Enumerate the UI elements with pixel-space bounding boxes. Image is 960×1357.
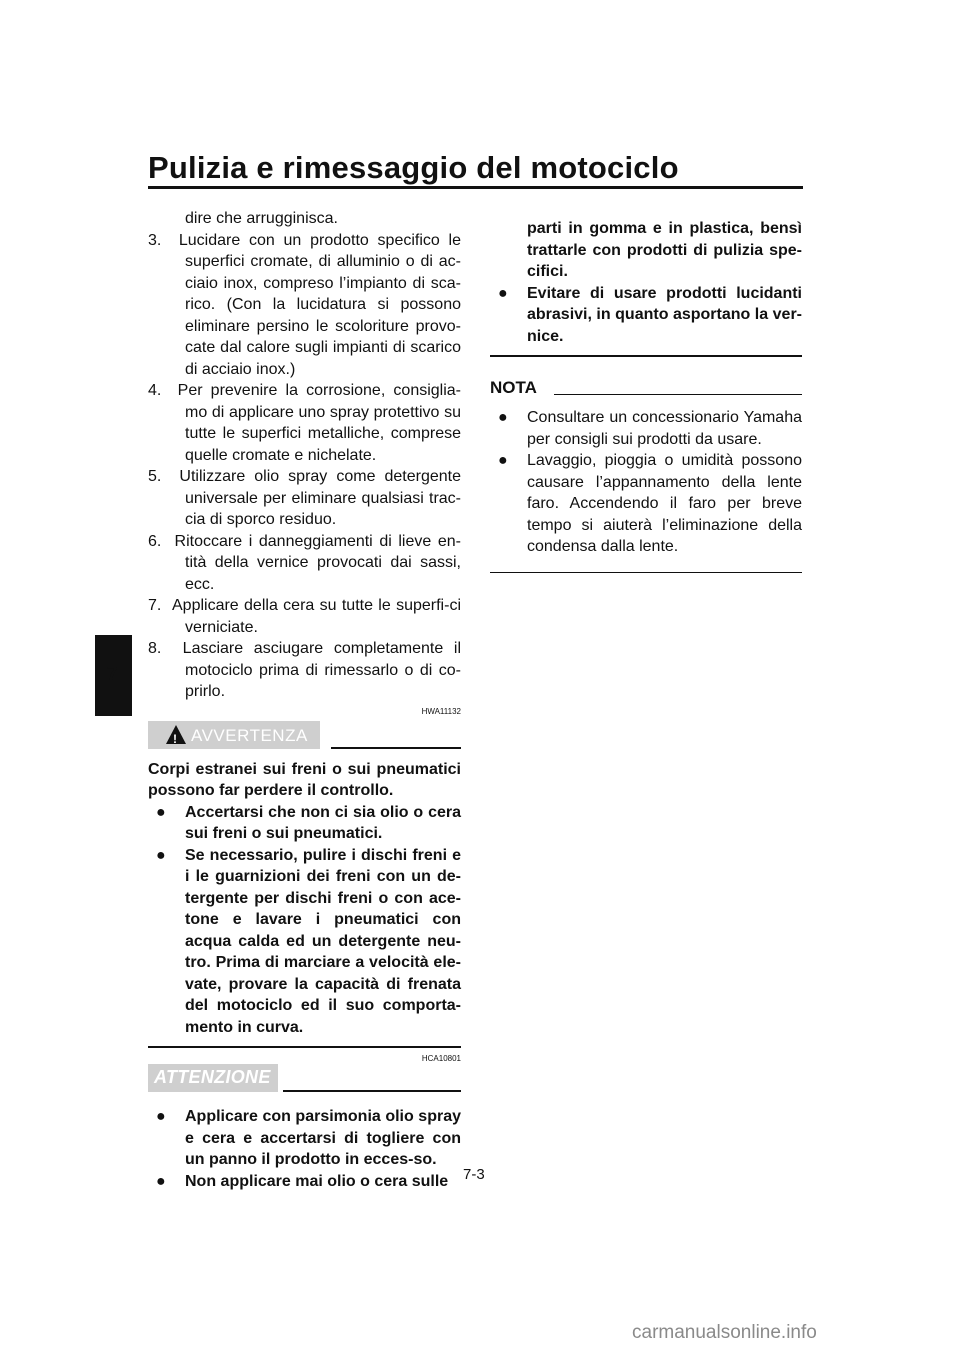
warning-bullet-2: ●Se necessario, pulire i dischi freni e … (156, 846, 461, 1036)
note-header: NOTA (490, 377, 802, 403)
bullet-icon: ● (156, 803, 166, 821)
warning-label: AVVERTENZA (191, 725, 308, 745)
chapter-tab-number: 7 (107, 664, 118, 685)
caution-bullet-1: ●Applicare con parsimonia olio spray e c… (156, 1108, 461, 1168)
step-5: 5. Utilizzare olio spray come detergente… (148, 468, 462, 528)
caution-label-box: ATTENZIONE (148, 1064, 278, 1092)
warning-header-rule (331, 746, 461, 749)
note-bullet-1: ●Consultare un concessionario Yamaha per… (498, 409, 802, 448)
note-end-rule (490, 571, 802, 573)
warning-end-rule (148, 1046, 461, 1048)
step-3: 3. Lucidare con un prodotto specifico le… (148, 231, 462, 378)
caution-continued: parti in gomma e in plastica, bensì trat… (527, 220, 802, 280)
right-column: parti in gomma e in plastica, bensì trat… (490, 218, 802, 573)
warning-header: AVVERTENZA (148, 720, 461, 753)
warning-code: HWA11132 (421, 706, 461, 716)
step-8: 8. Lasciare asciugare completamente il m… (148, 640, 462, 700)
bullet-icon: ● (156, 1108, 166, 1125)
step-4: 4. Per prevenire la corrosione, consigli… (148, 382, 462, 464)
intro-text: dire che arrugginisca. (185, 210, 338, 227)
warning-lead: Corpi estranei sui freni o sui pneumatic… (148, 760, 461, 800)
step-6: 6. Ritoccare i danneggiamenti di lieve e… (148, 532, 462, 593)
chapter-tab (95, 635, 132, 716)
title-rule (148, 186, 803, 189)
step-7: 7. Applicare della cera su tutte le supe… (148, 597, 461, 636)
bullet-icon: ● (498, 452, 508, 469)
warning-label-box: AVVERTENZA (148, 720, 320, 750)
note-bullet-2: ●Lavaggio, pioggia o umidità possono cau… (498, 452, 802, 555)
bullet-icon: ● (156, 846, 166, 864)
left-column: dire che arrugginisca. 3. Lucidare con u… (148, 208, 461, 1192)
page-number: 7-3 (463, 1166, 485, 1183)
caution-header-rule (283, 1090, 461, 1092)
caution-bullet-2: ●Non applicare mai olio o cera sulle (148, 1171, 461, 1193)
caution-code: HCA10801 (421, 1054, 461, 1063)
bullet-icon: ● (498, 409, 508, 426)
note-header-rule (554, 394, 802, 395)
caution-bullet-3: ●Evitare di usare prodotti lucidanti abr… (498, 284, 802, 345)
warning-bullet-1: ●Accertarsi che non ci sia olio o cera s… (156, 803, 461, 843)
caution-header: ATTENZIONE (148, 1064, 461, 1096)
bullet-icon: ● (498, 284, 508, 302)
bullet-icon: ● (156, 1172, 166, 1190)
page-title: Pulizia e rimessaggio del motociclo (148, 150, 679, 185)
warning-triangle-icon (166, 724, 186, 750)
note-label: NOTA (490, 378, 537, 397)
watermark[interactable]: carmanualsonline.info (632, 1322, 817, 1343)
caution-label: ATTENZIONE (154, 1067, 271, 1087)
caution-end-rule (490, 355, 802, 357)
